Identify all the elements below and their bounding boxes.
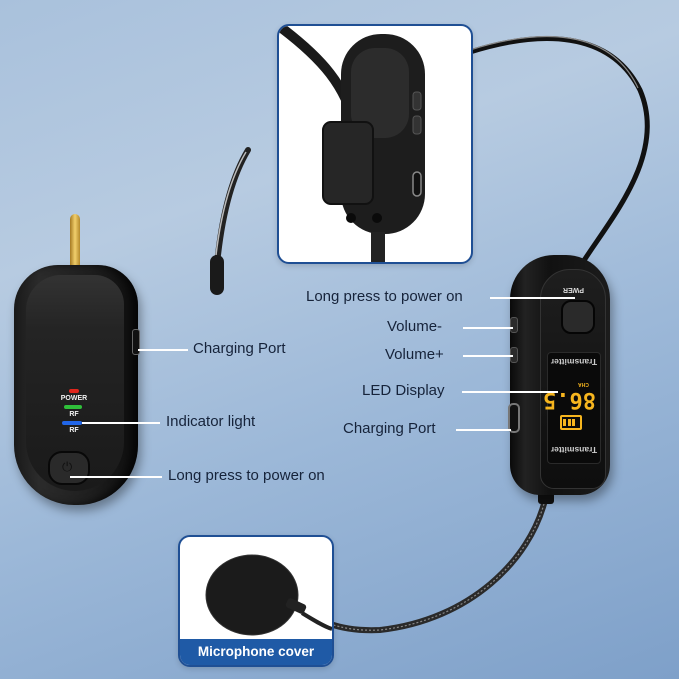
power-led <box>69 389 79 393</box>
tx-led-display-label: LED Display <box>362 382 445 399</box>
clip-device-image <box>279 26 425 262</box>
headset-clip-inset <box>277 24 473 264</box>
rf-led-label-1: RF <box>69 411 79 418</box>
leader-rx-indicator <box>82 422 160 424</box>
rf-led-label-2: RF <box>69 427 79 434</box>
rf-led-green <box>64 405 82 409</box>
leader-rx-power <box>70 476 162 478</box>
receiver-power-button[interactable]: ⏻ <box>48 451 90 485</box>
receiver-device: POWER RF RF ⏻ <box>14 265 140 505</box>
leader-tx-vol-up <box>463 355 513 357</box>
tx-volume-up-label: Volume+ <box>385 346 444 363</box>
transmitter-face: PWER Transmitter CHA 86.5 Transmitter <box>540 269 606 489</box>
rx-charging-port-label: Charging Port <box>193 340 286 357</box>
receiver-charging-port[interactable] <box>132 329 140 355</box>
foam-cover-image <box>205 554 332 636</box>
microphone-cover-inset: Microphone cover <box>178 535 334 667</box>
brand-text-top: Transmitter <box>550 357 598 367</box>
tx-charging-port-label: Charging Port <box>343 420 436 437</box>
transmitter-device: PWER Transmitter CHA 86.5 Transmitter <box>508 255 610 495</box>
leader-tx-vol-down <box>463 327 513 329</box>
mic-tip-icon <box>210 255 224 295</box>
led-display: Transmitter CHA 86.5 Transmitter <box>543 352 601 464</box>
rx-indicator-light-label: Indicator light <box>166 413 256 430</box>
receiver-face: POWER RF RF ⏻ <box>26 275 124 491</box>
battery-icon <box>560 415 582 430</box>
leader-tx-power <box>490 297 575 299</box>
power-led-label: POWER <box>60 395 88 402</box>
leader-tx-charging <box>456 429 511 431</box>
power-label: PWER <box>563 286 584 293</box>
transmitter-charging-port[interactable] <box>508 403 520 433</box>
receiver-audio-jack <box>70 214 80 270</box>
volume-down-button[interactable] <box>510 317 518 333</box>
frequency-readout: 86.5 <box>543 387 596 412</box>
transmitter-power-button[interactable] <box>561 300 595 334</box>
rx-power-label: Long press to power on <box>168 467 325 484</box>
power-icon: ⏻ <box>62 459 73 474</box>
tx-volume-down-label: Volume- <box>387 318 443 335</box>
leader-tx-led <box>462 391 558 393</box>
leader-rx-charging <box>138 349 188 351</box>
microphone-cover-caption: Microphone cover <box>180 639 332 665</box>
rf-led-blue <box>62 421 82 425</box>
brand-text-bottom: Transmitter <box>550 445 598 455</box>
tx-power-label: Long press to power on <box>306 288 463 305</box>
